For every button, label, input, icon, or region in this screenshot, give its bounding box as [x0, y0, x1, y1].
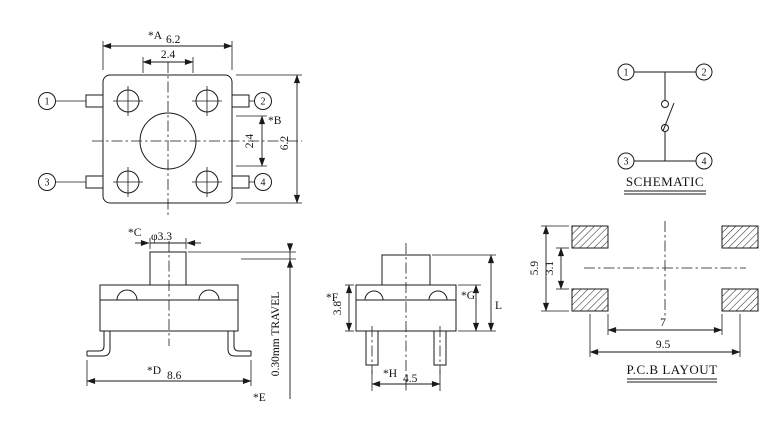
dim-e-value: 0.30mm TRAVEL	[270, 292, 282, 377]
dim-h-label: *H	[383, 368, 397, 380]
pcb-pad-bottom-left	[571, 288, 609, 312]
dim-b-value: 6.2	[279, 136, 291, 151]
dim-pcb-horizontal-inner-value: 7	[660, 317, 666, 329]
schematic-pin-3: 3	[624, 157, 629, 168]
dome-left	[364, 290, 384, 301]
dim-a-label: *A	[148, 30, 163, 42]
switch-contact-symbol	[661, 72, 675, 161]
dim-pcb-horizontal-outer: 9.5	[589, 314, 741, 357]
terminal-pin-2	[231, 94, 250, 108]
rivet-bottom-left	[113, 167, 143, 197]
pin-callout-4: 4	[249, 173, 272, 191]
rivet-bottom-right	[192, 167, 222, 197]
dim-h: *H 4.5	[371, 368, 441, 391]
dim-pcb-vertical-outer: 5.9	[529, 225, 569, 312]
schematic-title: SCHEMATIC	[626, 174, 704, 189]
front-view: *C φ3.3 0.30mm TRAVEL *E *D 8.6	[86, 227, 296, 404]
leg-left	[86, 331, 111, 357]
dim-right-inner-value: 2.4	[244, 134, 256, 149]
dim-h-value: 4.5	[403, 373, 418, 385]
dim-d-label: *D	[147, 365, 161, 377]
dim-e-label: *E	[253, 392, 266, 404]
switch-body-outline	[99, 284, 239, 332]
dim-c-label: *C	[128, 227, 142, 239]
dome-right	[198, 289, 220, 301]
pcb-pad-bottom-right	[721, 288, 759, 312]
pcb-layout-view: 5.9 3.1 7 9.5 P.C.B LAYOUT	[529, 221, 759, 383]
dim-c: *C φ3.3	[128, 227, 201, 249]
rivet-top-left	[113, 86, 143, 116]
dim-b-label: *B	[268, 115, 282, 127]
terminal-pin-4	[231, 175, 250, 189]
dim-b: *B 6.2	[236, 74, 302, 204]
pin-number-3: 3	[45, 178, 50, 189]
rivet-top-right	[192, 86, 222, 116]
pin-number-4: 4	[261, 178, 266, 189]
top-view: 1 2 3 4 *A 6.2 2.4	[38, 30, 302, 216]
dim-right-inner: 2.4	[236, 115, 267, 167]
dome-left	[116, 289, 138, 301]
dim-g-label: *G	[461, 290, 475, 302]
dim-top-inner-value: 2.4	[161, 49, 176, 61]
dim-e-travel: 0.30mm TRAVEL *E	[188, 243, 296, 404]
dim-pcb-horizontal-outer-value: 9.5	[656, 339, 671, 351]
leg-right	[227, 331, 252, 357]
dim-a: *A 6.2	[102, 30, 233, 70]
dome-right	[428, 290, 448, 301]
pin-number-2: 2	[261, 97, 266, 108]
dim-d-value: 8.6	[167, 370, 182, 382]
schematic-view: 1 2 3 4 SCHEMATIC	[617, 63, 713, 195]
dim-l-label: L	[495, 300, 502, 312]
schematic-pin-4: 4	[702, 157, 707, 168]
dim-g: *G	[458, 284, 496, 332]
pin-number-1: 1	[45, 97, 50, 108]
switch-body-outline	[102, 74, 233, 204]
push-button	[139, 112, 197, 170]
terminal-pin-3	[85, 175, 104, 189]
dim-c-value: φ3.3	[151, 231, 172, 243]
terminal-pin-1	[85, 94, 104, 108]
schematic-pin-2: 2	[702, 68, 707, 79]
dim-pcb-vertical-outer-value: 5.9	[529, 261, 541, 276]
dim-pcb-horizontal-inner: 7	[607, 314, 723, 335]
dim-d: *D 8.6	[86, 360, 252, 386]
switch-body-outline	[355, 284, 457, 332]
pin-callout-1: 1	[38, 92, 86, 110]
dim-l: L	[432, 254, 502, 332]
pcb-layout-title: P.C.B LAYOUT	[626, 362, 717, 377]
pin-callout-3: 3	[38, 173, 86, 191]
dim-a-value: 6.2	[166, 34, 181, 46]
side-view: *F 3.8 *G L *H 4.5	[326, 243, 502, 393]
dim-f-value: 3.8	[332, 301, 344, 316]
pcb-pad-top-right	[721, 225, 759, 249]
dim-top-inner: 2.4	[142, 49, 194, 73]
dim-pcb-vertical-inner-value: 3.1	[544, 261, 556, 276]
dim-f: *F 3.8	[326, 284, 354, 332]
dim-pcb-vertical-inner: 3.1	[544, 247, 569, 290]
button-stem	[149, 251, 187, 286]
dim-f-label: *F	[326, 292, 338, 304]
schematic-pin-1: 1	[624, 68, 629, 79]
pcb-pad-top-left	[571, 225, 609, 249]
pin-callout-2: 2	[249, 92, 272, 110]
